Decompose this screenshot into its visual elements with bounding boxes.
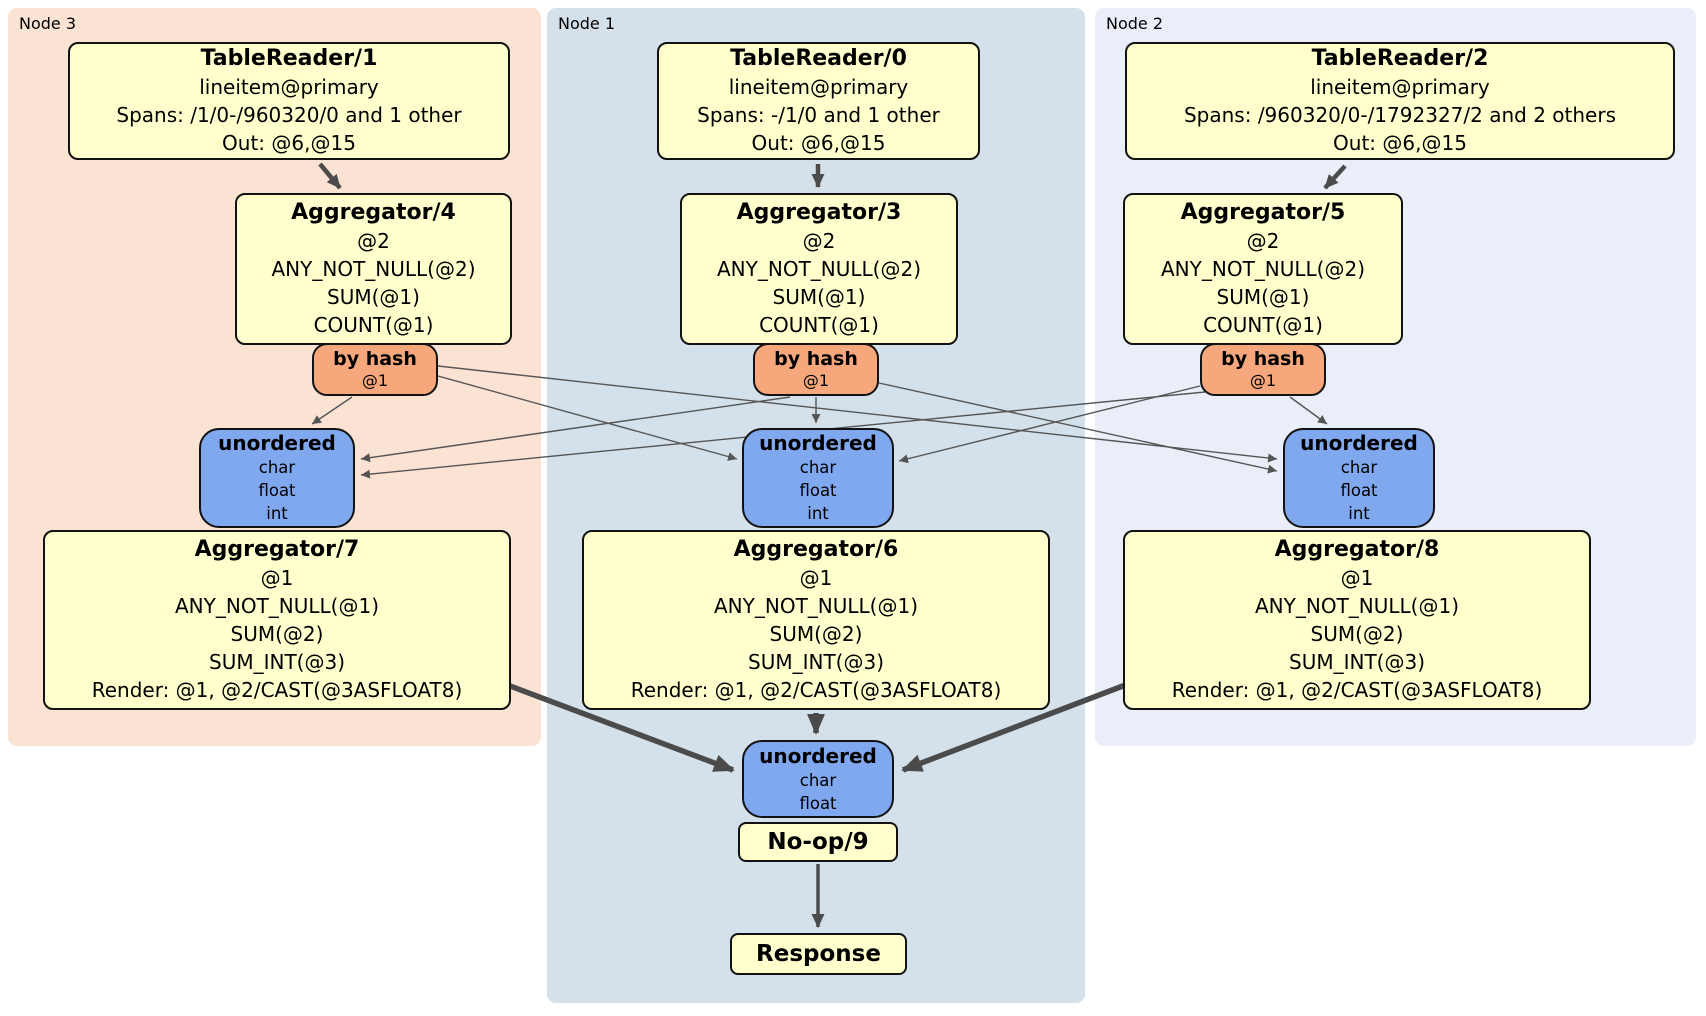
router-line: @1 (361, 371, 389, 390)
sync-line: int (1348, 504, 1370, 523)
router-title: by hash (774, 348, 858, 370)
node3-first-aggregator-box: Aggregator/4 @2 ANY_NOT_NULL(@2) SUM(@1)… (235, 193, 512, 345)
sync-line: float (799, 793, 837, 813)
box-line: SUM_INT(@3) (209, 650, 345, 674)
box-title: No-op/9 (767, 829, 869, 855)
node2-first-aggregator-box: Aggregator/5 @2 ANY_NOT_NULL(@2) SUM(@1)… (1123, 193, 1403, 345)
node1-second-aggregator-box: Aggregator/6 @1 ANY_NOT_NULL(@1) SUM(@2)… (582, 530, 1050, 710)
box-line: SUM_INT(@3) (748, 650, 884, 674)
box-title: Aggregator/6 (733, 537, 899, 562)
node2-second-aggregator-box: Aggregator/8 @1 ANY_NOT_NULL(@1) SUM(@2)… (1123, 530, 1591, 710)
box-title: TableReader/2 (1311, 46, 1489, 71)
box-line: Out: @6,@15 (751, 131, 886, 155)
response-box: Response (730, 933, 907, 975)
node2-unordered-sync-box: unordered char float int (1283, 428, 1435, 528)
box-line: lineitem@primary (1310, 75, 1490, 99)
sync-title: unordered (759, 431, 877, 455)
box-line: @1 (1340, 566, 1374, 590)
box-line: Spans: -/1/0 and 1 other (697, 103, 940, 127)
box-line: SUM(@2) (1310, 622, 1404, 646)
box-title: Aggregator/5 (1180, 200, 1346, 225)
sync-title: unordered (218, 431, 336, 455)
node1-unordered-sync-box: unordered char float int (742, 428, 894, 528)
box-title: TableReader/0 (730, 46, 907, 71)
box-line: Render: @1, @2/CAST(@3ASFLOAT8) (1171, 678, 1543, 702)
box-line: SUM(@2) (769, 622, 863, 646)
box-line: @2 (357, 229, 390, 253)
box-line: Render: @1, @2/CAST(@3ASFLOAT8) (630, 678, 1002, 702)
box-line: Spans: /1/0-/960320/0 and 1 other (116, 103, 462, 127)
box-title: Aggregator/3 (736, 200, 902, 225)
box-line: COUNT(@1) (313, 313, 434, 337)
router-line: @1 (802, 371, 830, 390)
sync-line: char (258, 458, 296, 477)
sync-line: char (799, 770, 837, 790)
node3-label: Node 3 (19, 14, 77, 33)
box-line: SUM(@1) (327, 285, 420, 309)
box-line: SUM_INT(@3) (1289, 650, 1425, 674)
box-line: @1 (260, 566, 294, 590)
box-title: TableReader/1 (200, 46, 378, 71)
box-line: ANY_NOT_NULL(@1) (714, 594, 918, 618)
box-line: lineitem@primary (199, 75, 379, 99)
box-line: @2 (1246, 229, 1280, 253)
router-title: by hash (1221, 348, 1305, 370)
box-title: Aggregator/4 (291, 200, 456, 225)
box-line: ANY_NOT_NULL(@2) (271, 257, 476, 281)
node3-unordered-sync-box: unordered char float int (199, 428, 355, 528)
box-title: Response (756, 941, 881, 967)
box-line: Render: @1, @2/CAST(@3ASFLOAT8) (91, 678, 463, 702)
box-line: @1 (799, 566, 833, 590)
box-line: ANY_NOT_NULL(@1) (1255, 594, 1459, 618)
box-line: SUM(@1) (772, 285, 866, 309)
node3-table-reader-box: TableReader/1 lineitem@primary Spans: /1… (68, 42, 510, 160)
sync-title: unordered (1300, 431, 1418, 455)
node1-table-reader-box: TableReader/0 lineitem@primary Spans: -/… (657, 42, 980, 160)
node3-hash-router-box: by hash @1 (312, 343, 438, 396)
box-title: Aggregator/7 (194, 537, 360, 562)
box-line: Spans: /960320/0-/1792327/2 and 2 others (1183, 103, 1616, 127)
box-line: SUM(@1) (1216, 285, 1310, 309)
box-line: SUM(@2) (230, 622, 324, 646)
box-line: Out: @6,@15 (1333, 131, 1467, 155)
box-line: ANY_NOT_NULL(@2) (1161, 257, 1365, 281)
node3-second-aggregator-box: Aggregator/7 @1 ANY_NOT_NULL(@1) SUM(@2)… (43, 530, 511, 710)
sync-line: float (258, 481, 296, 500)
node2-hash-router-box: by hash @1 (1200, 343, 1326, 396)
sync-line: float (799, 481, 837, 500)
noop-box: No-op/9 (738, 822, 898, 862)
sync-line: char (799, 458, 837, 477)
box-line: lineitem@primary (728, 75, 909, 99)
final-unordered-sync-box: unordered char float (742, 740, 894, 818)
box-line: COUNT(@1) (1203, 313, 1323, 337)
sync-line: int (807, 504, 829, 523)
sync-line: float (1340, 481, 1378, 500)
router-line: @1 (1249, 371, 1277, 390)
sync-title: unordered (759, 743, 877, 768)
router-title: by hash (333, 348, 417, 370)
box-title: Aggregator/8 (1274, 537, 1440, 562)
box-line: ANY_NOT_NULL(@2) (717, 257, 921, 281)
node2-table-reader-box: TableReader/2 lineitem@primary Spans: /9… (1125, 42, 1675, 160)
sync-line: char (1340, 458, 1378, 477)
box-line: @2 (802, 229, 836, 253)
box-line: Out: @6,@15 (222, 131, 356, 155)
node1-hash-router-box: by hash @1 (753, 343, 879, 396)
node1-label: Node 1 (558, 14, 616, 33)
sync-line: int (266, 504, 288, 523)
box-line: ANY_NOT_NULL(@1) (175, 594, 379, 618)
node2-label: Node 2 (1106, 14, 1164, 33)
box-line: COUNT(@1) (759, 313, 879, 337)
node1-first-aggregator-box: Aggregator/3 @2 ANY_NOT_NULL(@2) SUM(@1)… (680, 193, 958, 345)
